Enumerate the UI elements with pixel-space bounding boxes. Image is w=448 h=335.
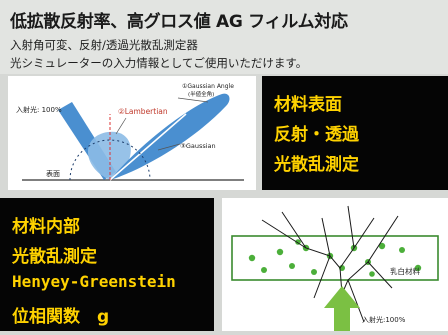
lambertian-lobe [87,131,131,180]
gaussian-label: ③Gaussian [180,142,216,150]
surface-measurement-box: 材料表面 反射・透過 光散乱測定 [262,76,448,190]
header: 低拡散反射率、高グロス値 AG フィルム対応 入射角可変、反射/透過光散乱測定器… [0,0,448,74]
surface-box-line3: 光散乱測定 [274,155,359,175]
material-label: 乳白材料 [390,266,420,276]
internal-scatter-svg: 乳白材料 入射光:100% [231,205,439,331]
subtitle-usage: 光シミュレーターの入力情報としてご使用いただけます。 [10,56,308,70]
incident-arrow [324,286,360,331]
internal-box-line2: 光散乱測定 [12,247,97,267]
surface-label: 表面 [46,169,60,178]
internal-box-line1: 材料内部 [12,217,80,237]
scatter-rays [261,205,399,323]
material-slab [231,235,439,281]
scatter-particles [248,239,422,277]
incident-label-bottom: 入射光:100% [362,315,406,324]
internal-scatter-diagram: 乳白材料 入射光:100% [222,198,448,331]
gaussian-angle-leader [177,97,209,103]
surface-box-line1: 材料表面 [274,95,342,115]
gaussian-angle-sub: (半値全角) [188,90,214,98]
specular-ray [109,113,187,181]
surface-scatter-svg: 入射光: 100% ②Lambertian ①Gaussian Angle (半… [16,83,244,181]
lambertian-label: ②Lambertian [118,107,168,116]
surface-box-line2: 反射・透過 [274,125,359,145]
lambertian-leader [115,117,127,135]
internal-box-line3: Henyey-Greenstein [12,272,176,291]
gaussian-leader [157,143,181,151]
internal-measurement-box: 材料内部 光散乱測定 Henyey-Greenstein 位相関数 g [0,198,214,331]
surface-scatter-diagram: 入射光: 100% ②Lambertian ①Gaussian Angle (半… [8,76,256,190]
subtitle-device: 入射角可変、反射/透過光散乱測定器 [10,38,198,52]
gaussian-lobe [110,93,230,180]
internal-box-line4: 位相関数 g [12,307,110,327]
page-title: 低拡散反射率、高グロス値 AG フィルム対応 [10,12,348,32]
gaussian-angle-label: ①Gaussian Angle [182,83,234,90]
incident-label: 入射光: 100% [16,105,62,114]
